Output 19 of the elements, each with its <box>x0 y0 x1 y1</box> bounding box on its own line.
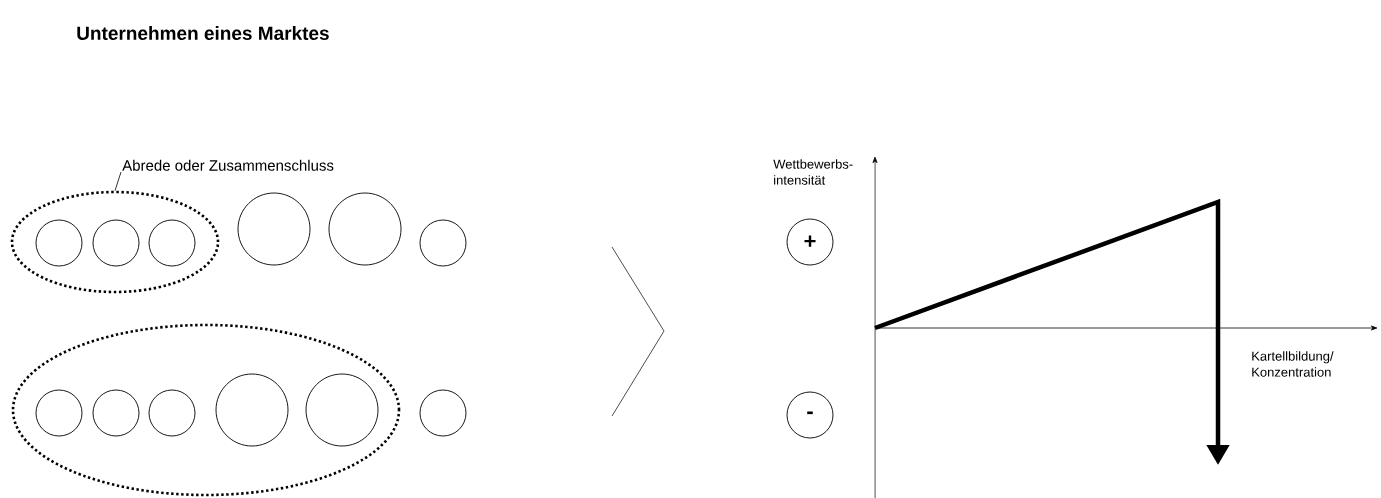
title: Unternehmen eines Marktes <box>77 26 329 40</box>
callout-label: Abrede oder Zusammenschluss <box>122 159 334 171</box>
dotted-ellipse <box>11 323 401 497</box>
company-circle <box>305 373 379 447</box>
company-circle <box>35 219 83 267</box>
company-circle <box>148 219 196 267</box>
company-circle <box>215 373 289 447</box>
company-circle <box>35 389 83 437</box>
dotted-ellipse <box>10 190 220 294</box>
company-circle <box>328 192 402 266</box>
leader-line <box>114 171 122 192</box>
company-circle <box>419 219 467 267</box>
axis-label: Wettbewerbs- intensität <box>773 159 853 185</box>
company-circle <box>92 219 140 267</box>
company-circle <box>237 192 311 266</box>
company-circle <box>419 389 467 437</box>
company-circle <box>148 389 196 437</box>
axis-label: Kartellbildung/ Konzentration <box>1252 351 1334 377</box>
company-circle <box>92 389 140 437</box>
